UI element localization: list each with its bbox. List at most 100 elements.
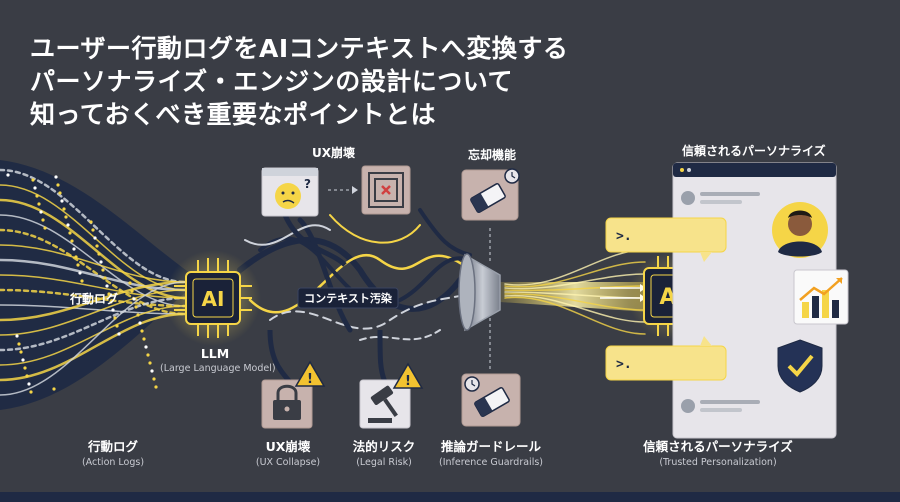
log-particle [70, 239, 74, 243]
log-stream-line [0, 258, 187, 292]
log-stream-line [0, 280, 187, 322]
log-particle [132, 297, 136, 301]
log-particle [78, 271, 82, 275]
log-particle [134, 305, 138, 309]
title-line-3: 知っておくべき重要なポイントとは [30, 100, 437, 129]
log-particle [113, 316, 117, 320]
llm-chip-label: AI [202, 287, 225, 311]
context-stream-line [504, 294, 646, 323]
chat-bubble-bottom: >. [605, 336, 727, 381]
action-log-side-label: 行動ログ [70, 292, 119, 306]
log-stream-line [0, 304, 186, 315]
log-stream-line [0, 244, 186, 283]
log-particle [99, 260, 103, 264]
branch-connectors [267, 213, 388, 384]
action-log-stream [0, 160, 200, 410]
svg-text:>.: >. [616, 229, 632, 244]
log-particle [72, 247, 76, 251]
log-stream-line [0, 214, 186, 307]
svg-text:?: ? [304, 177, 311, 191]
log-particle [6, 173, 10, 177]
title-line-2: パーソナライズ・エンジンの設計について [30, 67, 514, 96]
llm-chip-icon: AI [165, 250, 261, 346]
log-stream-line [0, 168, 187, 284]
bottom-label-action-logs: 行動ログ (Action Logs) [81, 439, 145, 468]
log-particle [56, 183, 60, 187]
log-particle [128, 281, 132, 285]
log-particle [58, 191, 62, 195]
title-line-1: ユーザー行動ログをAIコンテキストへ変換する [30, 34, 569, 63]
maze-icon [361, 165, 411, 215]
footer-bar [0, 492, 900, 502]
log-particle [52, 387, 56, 391]
log-particle [138, 321, 142, 325]
log-particle [136, 313, 140, 317]
log-particle [25, 374, 29, 378]
log-particle [107, 292, 111, 296]
log-particle [91, 228, 95, 232]
eraser-clock-icon [461, 168, 520, 221]
log-particle [23, 366, 27, 370]
log-particle [68, 231, 72, 235]
log-particle [15, 334, 19, 338]
ux-collapse-top-label: UX崩壊 [312, 146, 355, 160]
log-particle [103, 276, 107, 280]
bottom-label-legal-risk: 法的リスク (Legal Risk) [352, 439, 416, 468]
log-particle [60, 199, 64, 203]
guardrail-eraser-icon [461, 373, 521, 427]
log-particle [146, 353, 150, 357]
page-title: ユーザー行動ログをAIコンテキストへ変換する パーソナライズ・エンジンの設計につ… [30, 32, 590, 131]
log-particle [111, 308, 115, 312]
log-stream-line [0, 288, 187, 308]
log-particle [66, 223, 70, 227]
chat-bubble-top: >. [605, 217, 727, 262]
gavel-icon [359, 379, 411, 429]
log-particle [21, 358, 25, 362]
user-avatar-icon [772, 202, 828, 258]
log-particle [27, 382, 31, 386]
svg-text:!: ! [405, 374, 411, 389]
log-stream-line [0, 312, 187, 382]
log-particle [17, 342, 21, 346]
log-particle [39, 210, 43, 214]
log-stream-line [0, 281, 186, 396]
log-particle [33, 186, 37, 190]
context-stream-line [504, 296, 646, 335]
warning-icon-legal: ! [392, 362, 424, 389]
llm-label-sub: (Large Language Model) [160, 363, 276, 374]
log-particle [95, 244, 99, 248]
log-stream-line [0, 296, 187, 352]
log-particle [142, 337, 146, 341]
forgetting-label: 忘却機能 [468, 148, 517, 162]
log-particle [154, 385, 158, 389]
log-particle [140, 329, 144, 333]
llm-label: LLM (Large Language Model) [160, 346, 276, 374]
growth-chart-icon [793, 269, 849, 325]
log-stream-line [0, 289, 186, 336]
log-particle [76, 263, 80, 267]
log-particle [93, 236, 97, 240]
log-particle [19, 350, 23, 354]
shield-check-icon [777, 339, 823, 393]
lock-icon [261, 379, 313, 429]
bottom-label-ux-collapse: UX崩壊 (UX Collapse) [255, 439, 321, 468]
log-stream-line [0, 228, 187, 316]
log-particle [97, 252, 101, 256]
log-particle [115, 324, 119, 328]
context-stream-line [504, 261, 646, 288]
svg-text:!: ! [307, 372, 313, 387]
log-particle [37, 202, 41, 206]
log-particle [105, 284, 109, 288]
log-particle [148, 361, 152, 365]
log-stream-line [0, 274, 186, 299]
context-stream-line [504, 249, 646, 286]
llm-label-main: LLM [200, 346, 230, 361]
log-particle [150, 369, 154, 373]
contamination-label: コンテキスト汚染 [304, 291, 393, 305]
tangled-context-lines [237, 208, 472, 341]
log-particle [54, 175, 58, 179]
warning-icon-ux: ! [294, 360, 326, 387]
log-particle [43, 226, 47, 230]
log-particle [41, 218, 45, 222]
log-particle [101, 268, 105, 272]
